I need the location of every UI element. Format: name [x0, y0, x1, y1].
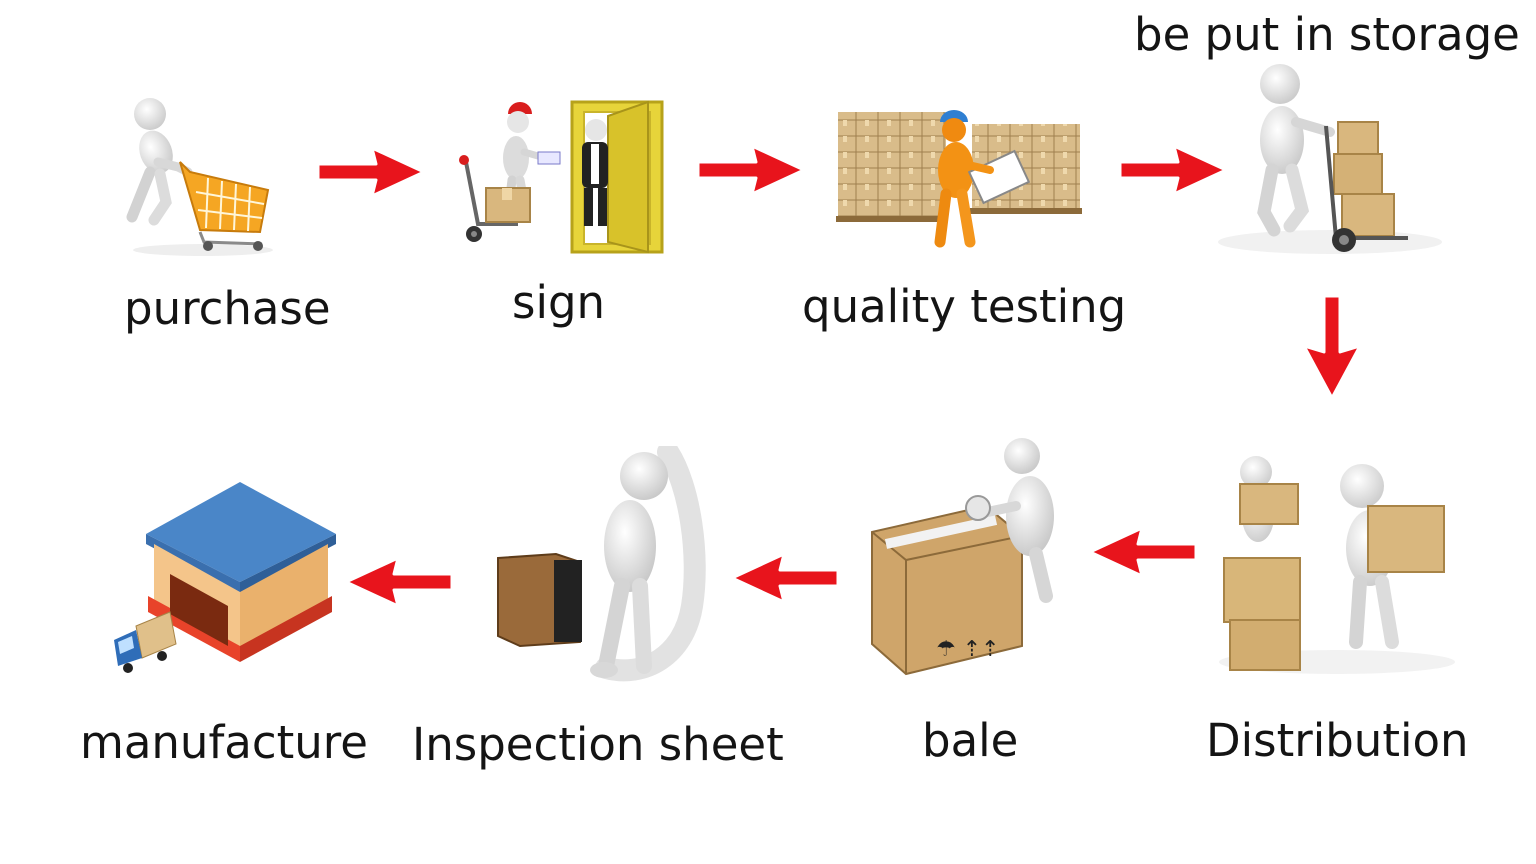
person-with-hand-truck-boxes-icon [1218, 64, 1442, 254]
factory-building-with-truck-icon [114, 482, 336, 673]
arrow-left-2 [730, 552, 840, 604]
step-label-distribution: Distribution [1206, 714, 1469, 767]
arrow-right-2 [696, 144, 806, 196]
arrow-down [1302, 294, 1362, 400]
people-carrying-boxes-icon [1219, 456, 1455, 674]
step-label-inspection-sheet: Inspection sheet [412, 718, 784, 771]
arrow-right-1 [316, 146, 426, 198]
arrow-left-3 [344, 556, 454, 608]
step-label-manufacture: manufacture [80, 716, 368, 769]
step-label-storage: be put in storage [1134, 8, 1520, 61]
step-label-bale: bale [922, 714, 1019, 767]
step-label-purchase: purchase [124, 282, 331, 335]
step-label-sign: sign [512, 276, 606, 329]
inspector-with-clipboard-and-pallets-icon [836, 110, 1082, 248]
person-taping-carton-icon: ☂ ⇡⇡ [871, 438, 1054, 676]
svg-text:☂ ⇡⇡: ☂ ⇡⇡ [936, 637, 1000, 662]
arrow-left-1 [1088, 526, 1198, 578]
person-reading-long-sheet-icon [497, 446, 706, 682]
delivery-handover-at-door-icon [459, 100, 664, 254]
person-pushing-shopping-cart-icon [126, 98, 273, 256]
arrow-right-3 [1118, 144, 1228, 196]
step-label-quality-testing: quality testing [802, 280, 1127, 333]
